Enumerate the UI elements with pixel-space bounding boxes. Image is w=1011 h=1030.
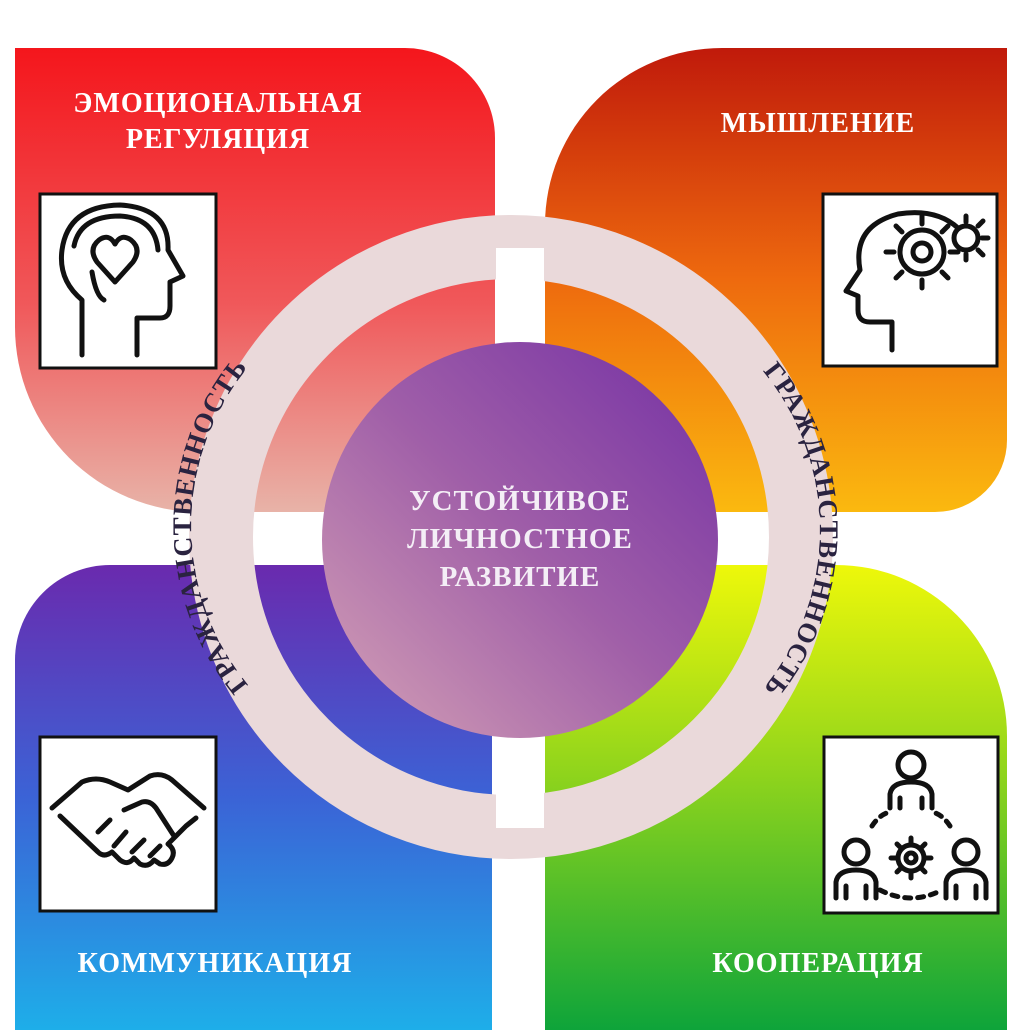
petal-top-left (15, 48, 495, 512)
head-gears-icon (821, 192, 999, 368)
label-emotional-line-1: ЭМОЦИОНАЛЬНАЯ (73, 88, 362, 119)
center-line-3: РАЗВИТИЕ (440, 561, 601, 593)
center-circle (322, 342, 718, 738)
label-communication: КОММУНИКАЦИЯ (78, 948, 353, 979)
head-heart-icon (38, 192, 218, 370)
handshake-icon (38, 735, 218, 913)
label-thinking: МЫШЛЕНИЕ (721, 108, 915, 139)
label-emotional-line-2: РЕГУЛЯЦИЯ (126, 124, 310, 155)
center-line-1: УСТОЙЧИВОЕ (409, 484, 630, 517)
team-gear-icon (822, 735, 1000, 915)
petal-bottom-left (15, 565, 492, 1030)
label-cooperation: КООПЕРАЦИЯ (712, 948, 923, 979)
petal-top-right (545, 48, 1007, 512)
center-line-2: ЛИЧНОСТНОЕ (407, 523, 633, 555)
